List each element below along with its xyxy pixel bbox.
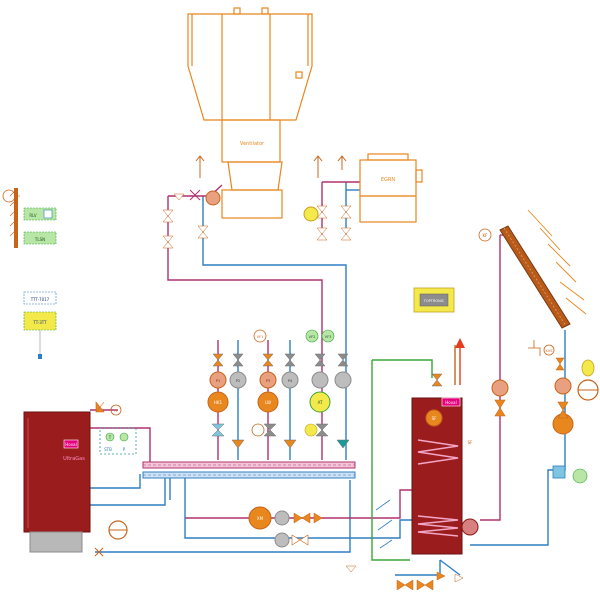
central-display: [413, 287, 455, 313]
mixer-hk1: [207, 391, 229, 413]
pipe-boiler-return: [90, 474, 141, 489]
control-panel-1: [23, 291, 57, 305]
control-panel-2: [23, 311, 57, 359]
pipe-lower-loop-mag: [185, 489, 412, 519]
small-unit-name: EGRN: [381, 177, 396, 183]
tank-badge: Hoval: [445, 400, 456, 405]
room-controller-2: [23, 231, 57, 245]
ctrl-1-label: RLV: [29, 213, 37, 218]
pipe-ahu-return: [202, 196, 347, 460]
pump-p4-label: P4: [288, 379, 293, 383]
pump-p3: [259, 371, 277, 389]
stb-label: STB: [104, 447, 112, 452]
pipe-solar-supply: [480, 235, 501, 521]
wall-outdoor-sensor: [2, 188, 20, 248]
boiler-badge: Hoval: [65, 442, 76, 447]
panel-1-label: TTT-7017: [30, 297, 50, 302]
pump-p3-label: P3: [266, 379, 270, 383]
t-label: T: [108, 435, 112, 440]
mixer-at-label: AT: [318, 400, 323, 405]
display-label: TOPTRONIC: [423, 299, 445, 303]
pipe-boiler-bottom: [95, 480, 351, 553]
panel-2-label: TT-3TT: [32, 320, 47, 325]
mixer-hk1-label: HK1: [214, 400, 223, 405]
sun-rays: [527, 209, 587, 315]
tf-label: TF: [113, 409, 118, 413]
pump-p2: [229, 371, 247, 389]
pipe-lower-loop-blue: [184, 474, 412, 539]
cold-water-inlet: [396, 571, 464, 591]
boiler-safety-group: [95, 401, 137, 455]
ahu-name: Ventilator: [240, 141, 265, 147]
solar-sensor: [478, 228, 492, 242]
valves: [94, 189, 443, 573]
crossover-marks: [375, 499, 393, 549]
pipe-tank-cold: [395, 559, 461, 576]
pump-group-circuits: [207, 329, 352, 437]
kvs-label: KVS: [546, 349, 554, 353]
pipe-boiler-supply: [90, 427, 151, 462]
ctrl-2-label: TLSN: [34, 237, 45, 242]
solar-station: [491, 340, 599, 484]
air-handling-unit: [187, 7, 313, 219]
pump-p4: [281, 371, 299, 389]
pipe-solar-return: [470, 330, 566, 546]
room-controller-1: [23, 207, 57, 221]
p-label: P: [123, 447, 126, 452]
distribution-header: [142, 461, 356, 479]
boiler: [23, 411, 91, 553]
pipe-ahu-supply: [167, 196, 323, 460]
small-heating-unit: [359, 153, 423, 223]
mixer-at: [309, 391, 331, 413]
solar-collector: [499, 225, 571, 329]
storage-tank: [411, 397, 479, 555]
vf2-label: VF2: [309, 335, 316, 339]
pipe-green-loop: [371, 359, 433, 561]
vf3-label: VF3: [325, 335, 332, 339]
vf1-label: VF1: [257, 335, 264, 339]
mixer-lw-label: LW: [265, 400, 271, 405]
ahu-pumps: [205, 190, 319, 222]
mixer-lw: [257, 391, 279, 413]
pump-p1-label: P1: [216, 379, 220, 383]
outlet-arrows: [195, 155, 347, 178]
sf-top-label: SF: [432, 416, 438, 421]
tank-outlet-arrow: [455, 338, 465, 385]
sensor-kf: KF: [483, 233, 489, 238]
boiler-expansion-vessel: [108, 520, 128, 540]
pump-p2-label: P2: [236, 379, 240, 383]
pump-p1: [209, 371, 227, 389]
sensor-sf: SF: [468, 440, 474, 445]
lower-pump-label: XM: [257, 516, 264, 521]
boiler-brand: UltraGas: [63, 456, 85, 462]
pipe-boiler-low: [90, 474, 166, 506]
lower-pumps: [248, 506, 323, 548]
